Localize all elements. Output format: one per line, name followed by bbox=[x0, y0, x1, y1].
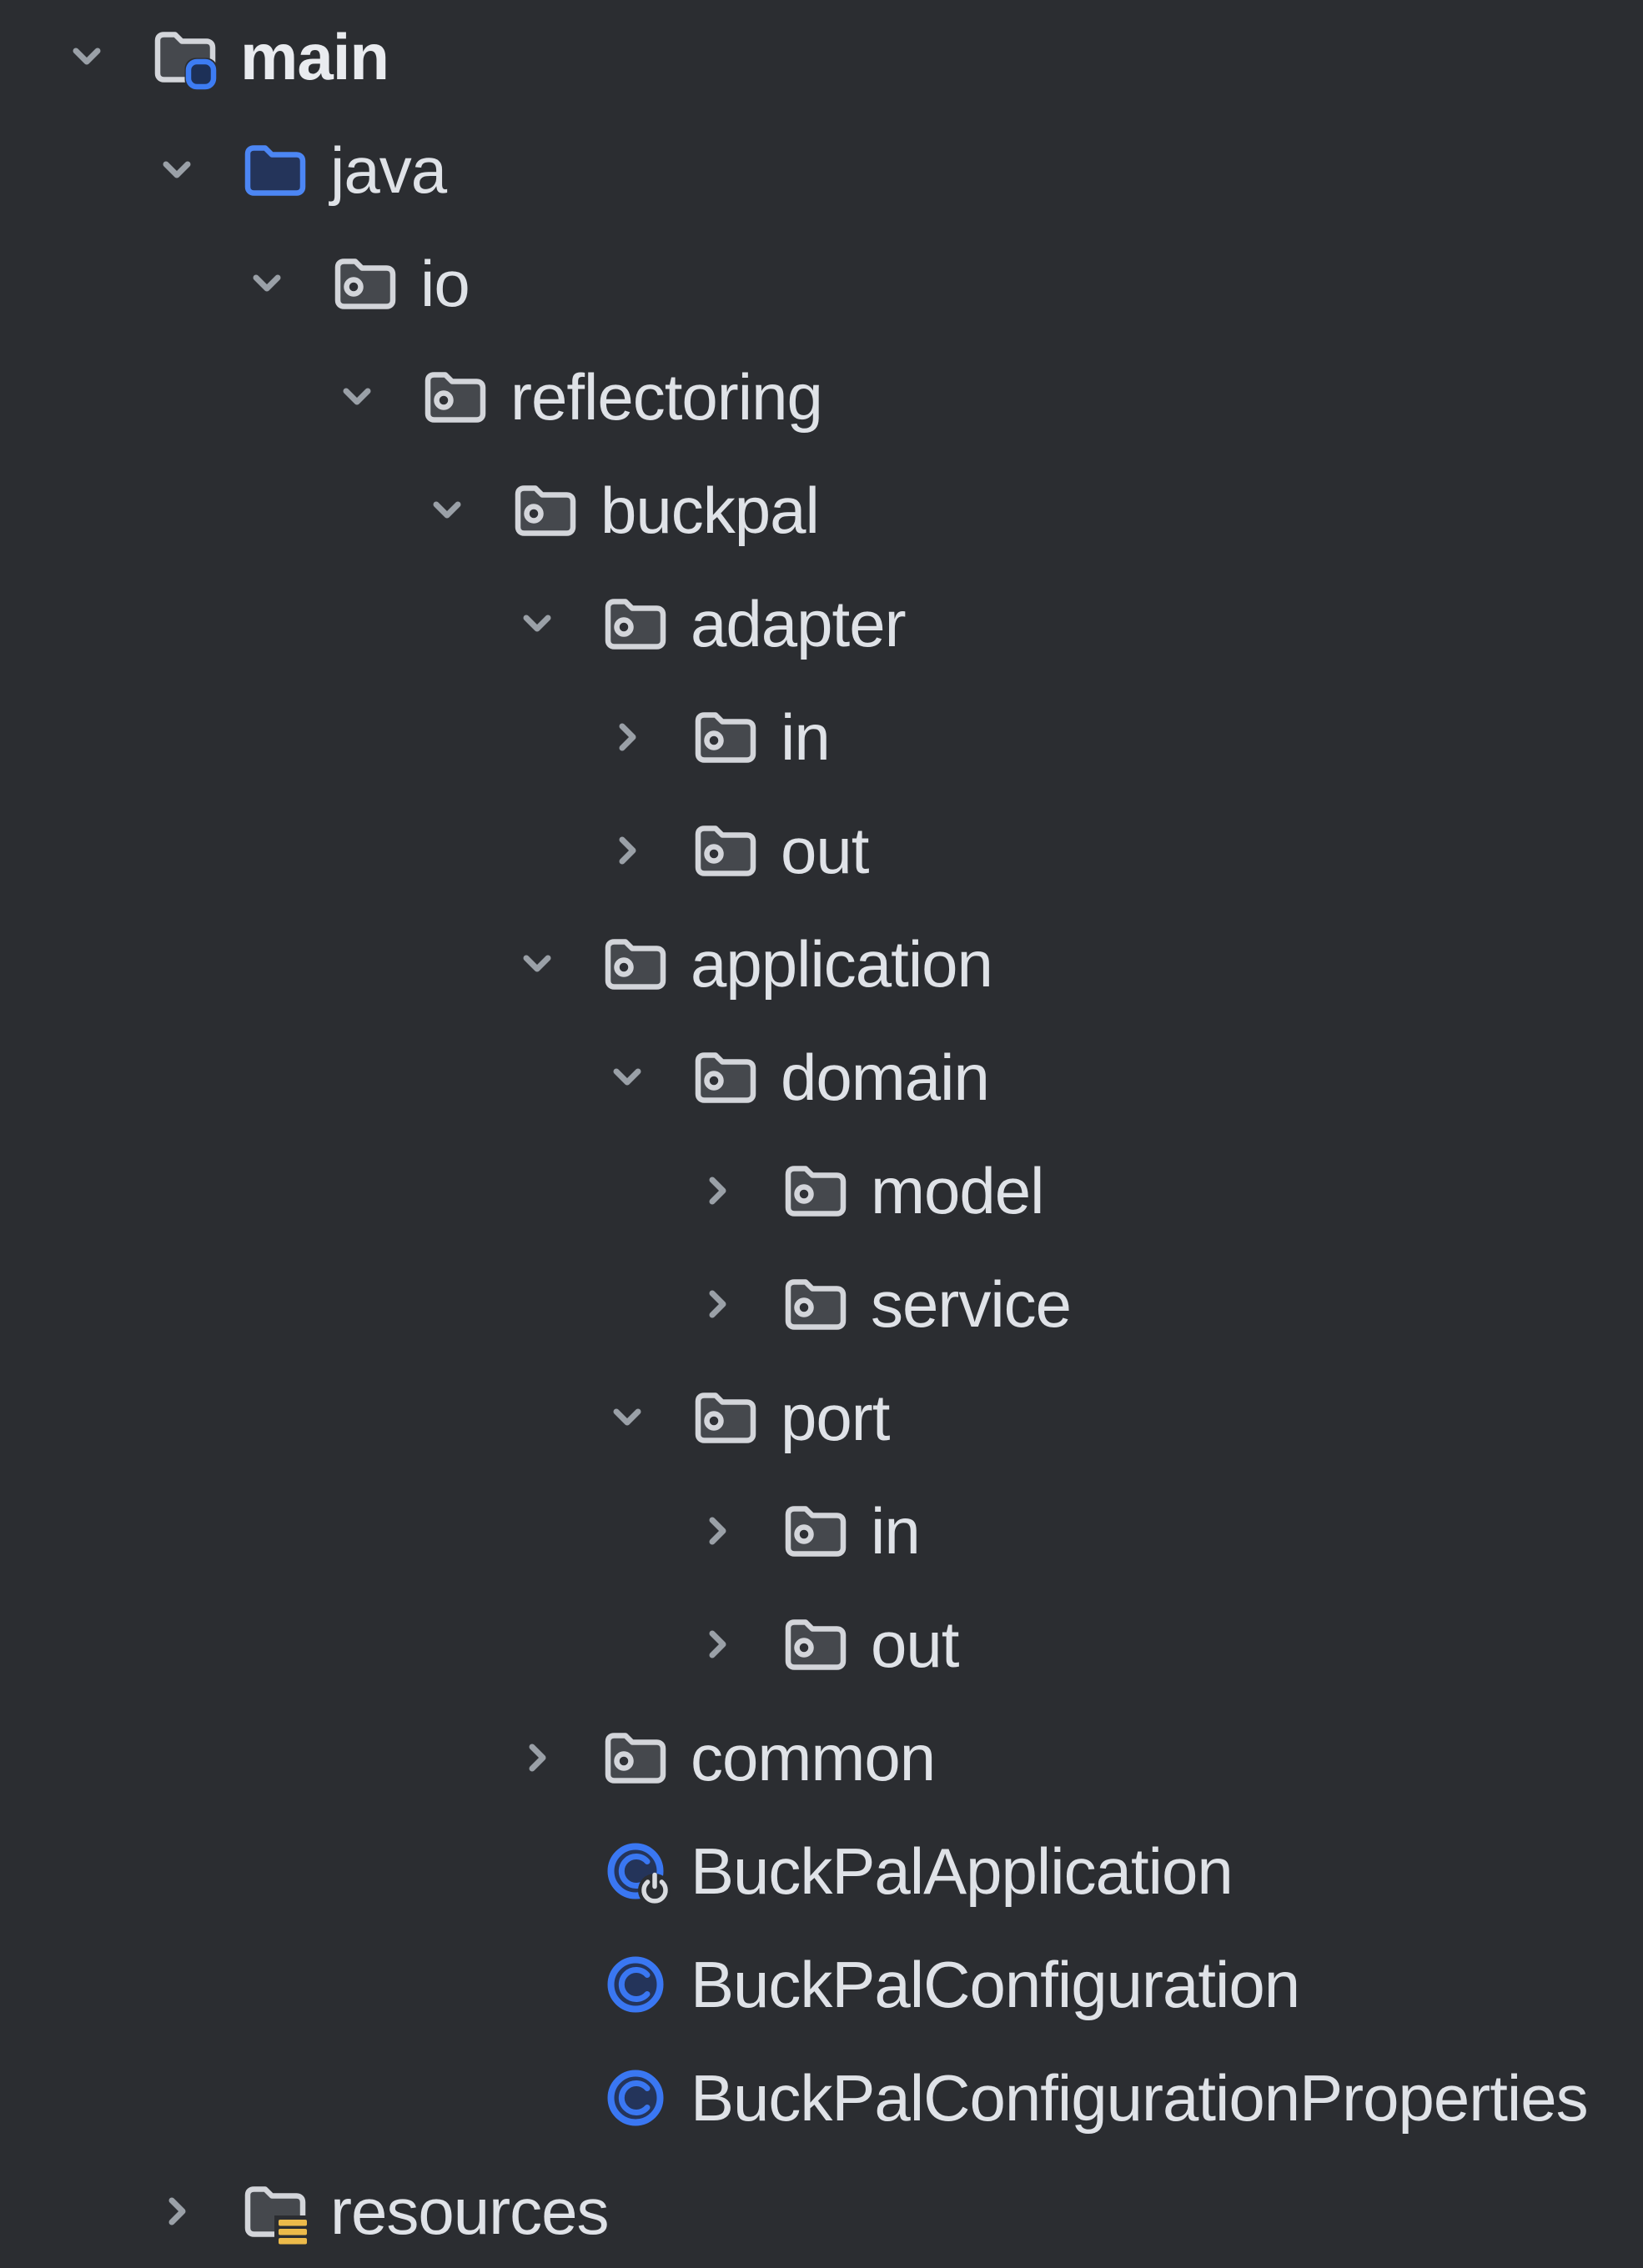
package-folder-icon bbox=[782, 1611, 849, 1678]
tree-item-domain[interactable]: domain bbox=[0, 1021, 1643, 1134]
package-folder-icon bbox=[692, 1384, 759, 1451]
package-folder-icon bbox=[332, 250, 399, 317]
class-icon bbox=[602, 2065, 669, 2131]
tree-item-label: BuckPalConfigurationProperties bbox=[691, 2061, 1589, 2135]
tree-item-label: buckpal bbox=[600, 474, 820, 547]
chevron-spacer bbox=[497, 1814, 577, 1928]
tree-item-label: in bbox=[871, 1494, 921, 1568]
sources-root-folder-icon bbox=[242, 137, 309, 203]
chevron-right-icon[interactable] bbox=[587, 680, 667, 794]
tree-item-label: in bbox=[781, 700, 831, 774]
chevron-down-icon[interactable] bbox=[47, 0, 127, 113]
chevron-down-icon[interactable] bbox=[407, 454, 487, 567]
tree-item-label: BuckPalApplication bbox=[691, 1834, 1234, 1908]
tree-item-application[interactable]: application bbox=[0, 907, 1643, 1021]
runnable-class-icon bbox=[602, 1838, 671, 1907]
tree-item-in[interactable]: in bbox=[0, 1474, 1643, 1588]
tree-item-label: port bbox=[781, 1381, 890, 1454]
tree-item-label: domain bbox=[781, 1041, 990, 1114]
package-folder-icon bbox=[692, 704, 759, 770]
package-folder-icon bbox=[782, 1157, 849, 1224]
chevron-right-icon[interactable] bbox=[677, 1474, 757, 1588]
tree-item-buckpal[interactable]: buckpal bbox=[0, 454, 1643, 567]
tree-item-label: BuckPalConfiguration bbox=[691, 1948, 1300, 2021]
package-folder-icon bbox=[782, 1271, 849, 1337]
package-folder-icon bbox=[692, 817, 759, 884]
module-folder-icon bbox=[152, 23, 219, 91]
package-folder-icon bbox=[692, 1044, 759, 1111]
chevron-right-icon[interactable] bbox=[677, 1134, 757, 1247]
package-folder-icon bbox=[422, 364, 489, 430]
tree-item-label: io bbox=[420, 247, 470, 320]
tree-item-label: model bbox=[871, 1154, 1044, 1227]
tree-item-service[interactable]: service bbox=[0, 1247, 1643, 1361]
package-folder-icon bbox=[782, 1498, 849, 1564]
tree-item-buckpalapplication[interactable]: BuckPalApplication bbox=[0, 1814, 1643, 1928]
class-icon bbox=[602, 1951, 669, 2018]
tree-item-out[interactable]: out bbox=[0, 1588, 1643, 1701]
chevron-down-icon[interactable] bbox=[497, 907, 577, 1021]
tree-item-out[interactable]: out bbox=[0, 794, 1643, 907]
tree-item-reflectoring[interactable]: reflectoring bbox=[0, 340, 1643, 454]
package-folder-icon bbox=[602, 590, 669, 657]
chevron-spacer bbox=[497, 2041, 577, 2155]
tree-item-common[interactable]: common bbox=[0, 1701, 1643, 1814]
chevron-down-icon[interactable] bbox=[587, 1361, 667, 1474]
tree-item-label: main bbox=[240, 20, 389, 93]
tree-item-label: common bbox=[691, 1721, 936, 1794]
chevron-down-icon[interactable] bbox=[227, 227, 307, 340]
chevron-down-icon[interactable] bbox=[137, 113, 217, 227]
tree-item-label: java bbox=[330, 133, 447, 207]
tree-item-label: resources bbox=[330, 2175, 609, 2248]
tree-item-buckpalconfiguration[interactable]: BuckPalConfiguration bbox=[0, 1928, 1643, 2041]
package-folder-icon bbox=[512, 477, 579, 544]
package-folder-icon bbox=[602, 1724, 669, 1791]
tree-item-label: adapter bbox=[691, 587, 907, 660]
tree-item-label: reflectoring bbox=[510, 360, 823, 434]
chevron-right-icon[interactable] bbox=[677, 1247, 757, 1361]
chevron-down-icon[interactable] bbox=[587, 1021, 667, 1134]
chevron-spacer bbox=[497, 1928, 577, 2041]
chevron-right-icon[interactable] bbox=[677, 1588, 757, 1701]
tree-item-label: out bbox=[781, 814, 869, 887]
chevron-right-icon[interactable] bbox=[137, 2155, 217, 2268]
tree-item-io[interactable]: io bbox=[0, 227, 1643, 340]
chevron-down-icon[interactable] bbox=[317, 340, 397, 454]
chevron-right-icon[interactable] bbox=[497, 1701, 577, 1814]
tree-item-label: service bbox=[871, 1267, 1072, 1341]
package-folder-icon bbox=[602, 931, 669, 997]
tree-item-in[interactable]: in bbox=[0, 680, 1643, 794]
tree-item-label: out bbox=[871, 1608, 959, 1681]
tree-item-label: application bbox=[691, 927, 993, 1001]
chevron-right-icon[interactable] bbox=[587, 794, 667, 907]
tree-item-main[interactable]: main bbox=[0, 0, 1643, 113]
tree-item-resources[interactable]: resources bbox=[0, 2155, 1643, 2268]
tree-item-java[interactable]: java bbox=[0, 113, 1643, 227]
tree-item-buckpalconfigurationproperties[interactable]: BuckPalConfigurationProperties bbox=[0, 2041, 1643, 2155]
resources-folder-icon bbox=[242, 2178, 309, 2247]
tree-item-model[interactable]: model bbox=[0, 1134, 1643, 1247]
chevron-down-icon[interactable] bbox=[497, 567, 577, 680]
tree-item-adapter[interactable]: adapter bbox=[0, 567, 1643, 680]
tree-item-port[interactable]: port bbox=[0, 1361, 1643, 1474]
